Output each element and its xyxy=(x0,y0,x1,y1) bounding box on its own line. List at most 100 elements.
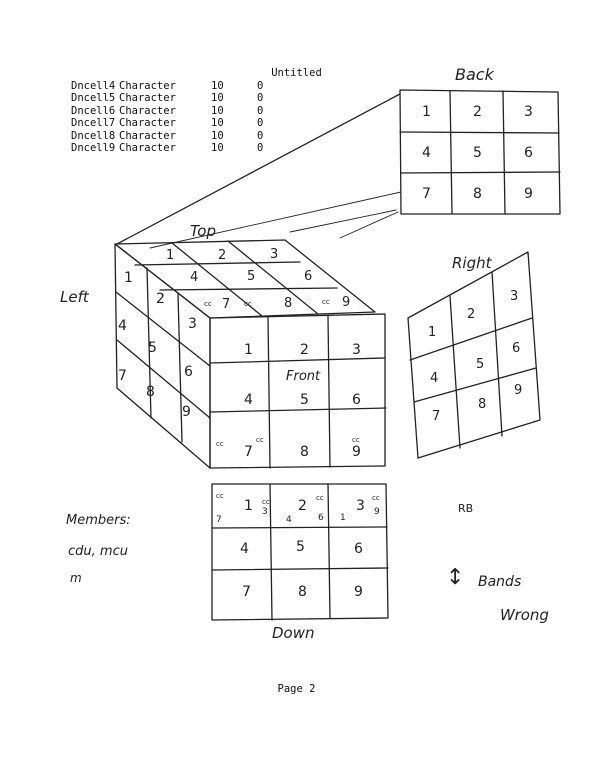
down-cell-5: 5 xyxy=(296,539,305,555)
top-face-numbers: 1 2 3 4 5 6 7 8 9 xyxy=(166,247,350,312)
field-decimals: 0 xyxy=(257,117,264,130)
down-label: Down xyxy=(272,624,315,642)
back-cell-2: 2 xyxy=(473,104,482,120)
down-cell-4: 4 xyxy=(240,541,249,557)
field-name: Dncell7 xyxy=(71,117,116,130)
top-cell-1: 1 xyxy=(166,248,174,263)
field-length: 10 xyxy=(211,129,224,142)
projection-line xyxy=(339,211,399,239)
back-cell-4: 4 xyxy=(422,145,431,161)
right-cell-2: 2 xyxy=(467,307,475,322)
projection-line xyxy=(116,93,401,245)
left-cell-4: 4 xyxy=(118,318,127,334)
field-type: Character xyxy=(119,104,176,117)
front-face-grid xyxy=(209,313,387,469)
down-cell-2: 2 xyxy=(298,498,307,514)
right-cell-3: 3 xyxy=(510,289,518,304)
field-length: 10 xyxy=(211,80,224,92)
field-decimals: 0 xyxy=(257,92,264,105)
field-decimals: 0 xyxy=(257,141,264,154)
right-face-grid xyxy=(407,251,541,459)
left-cell-6: 6 xyxy=(184,364,193,380)
field-name: Dncell5 xyxy=(71,92,116,105)
back-label: Back xyxy=(455,65,495,84)
projection-line xyxy=(149,191,402,249)
bands-arrow: ↕ xyxy=(446,565,464,590)
bands-note-line1: Bands xyxy=(478,574,521,590)
back-cell-8: 8 xyxy=(473,186,482,202)
members-note-line3: m xyxy=(70,571,82,585)
right-cell-1: 1 xyxy=(428,325,436,340)
top-cell-7: 7 xyxy=(222,297,230,312)
small-digit: 9 xyxy=(374,507,380,517)
back-cell-7: 7 xyxy=(422,186,431,202)
field-name: Dncell8 xyxy=(71,129,116,142)
cc-note: cc xyxy=(316,494,324,502)
small-digit: 4 xyxy=(286,515,292,525)
page-title: Untitled xyxy=(271,67,322,79)
projection-line xyxy=(289,209,397,233)
back-cell-1: 1 xyxy=(422,104,431,120)
right-label: Right xyxy=(452,254,493,272)
small-digit: 6 xyxy=(318,513,324,523)
top-face-grid xyxy=(114,239,376,319)
cc-annotations: cc cc cc cc cc cc cc cc cc cc xyxy=(204,298,380,506)
top-label: Top xyxy=(190,222,216,240)
field-type: Character xyxy=(119,117,176,130)
field-length: 10 xyxy=(211,117,224,130)
down-cell-1: 1 xyxy=(244,498,253,514)
top-cell-2: 2 xyxy=(218,248,226,263)
back-cell-5: 5 xyxy=(473,145,482,161)
right-cell-6: 6 xyxy=(512,341,520,356)
left-label: Left xyxy=(60,288,90,306)
front-cell-5: 5 xyxy=(300,392,309,408)
down-face-numbers: 1 2 3 4 5 6 7 8 9 xyxy=(240,498,365,600)
small-digit: 1 xyxy=(340,513,346,523)
cc-note: cc xyxy=(372,494,380,502)
right-face-numbers: 1 2 3 4 5 6 7 8 9 xyxy=(428,289,522,424)
left-cell-3: 3 xyxy=(188,316,197,332)
front-cell-7: 7 xyxy=(244,444,253,460)
field-decimals: 0 xyxy=(257,80,264,92)
left-cell-2: 2 xyxy=(156,291,165,307)
field-length: 10 xyxy=(211,104,224,117)
small-digit: 7 xyxy=(216,515,222,525)
right-cell-7: 7 xyxy=(432,409,440,424)
back-cell-9: 9 xyxy=(524,186,533,202)
field-type: Character xyxy=(119,129,176,142)
cc-note: cc xyxy=(322,298,330,306)
field-length: 10 xyxy=(211,92,224,105)
right-cell-5: 5 xyxy=(476,357,484,372)
small-digit: 3 xyxy=(262,507,268,517)
back-cell-6: 6 xyxy=(524,145,533,161)
back-face-numbers: 1 2 3 4 5 6 7 8 9 xyxy=(422,104,533,202)
top-cell-6: 6 xyxy=(304,269,312,284)
back-cell-3: 3 xyxy=(524,104,533,120)
right-cell-9: 9 xyxy=(514,383,522,398)
left-cell-5: 5 xyxy=(148,340,157,356)
top-cell-9: 9 xyxy=(342,295,350,310)
left-face-numbers: 1 2 3 4 5 6 7 8 9 xyxy=(118,270,197,420)
members-note-line2: cdu, mcu xyxy=(68,544,128,559)
cc-note: cc xyxy=(216,440,224,448)
left-cell-8: 8 xyxy=(146,384,155,400)
field-type: Character xyxy=(119,141,176,154)
cc-note: cc xyxy=(216,492,224,500)
down-cell-6: 6 xyxy=(354,541,363,557)
field-decimals: 0 xyxy=(257,129,264,142)
top-cell-8: 8 xyxy=(284,296,292,311)
front-cell-8: 8 xyxy=(300,444,309,460)
bands-note-line2: Wrong xyxy=(500,606,549,624)
field-name: Dncell4 xyxy=(71,80,116,92)
top-cell-4: 4 xyxy=(190,270,198,285)
front-cell-1: 1 xyxy=(244,342,253,358)
right-cell-4: 4 xyxy=(430,371,438,386)
top-cell-3: 3 xyxy=(270,247,278,262)
cc-note: cc xyxy=(256,436,264,444)
down-top-small-digits: 7 3 4 6 1 9 xyxy=(216,507,380,525)
cc-note: cc xyxy=(204,300,212,308)
front-cell-9: 9 xyxy=(352,444,361,460)
back-face-grid xyxy=(399,89,561,215)
front-label: Front xyxy=(286,369,321,384)
